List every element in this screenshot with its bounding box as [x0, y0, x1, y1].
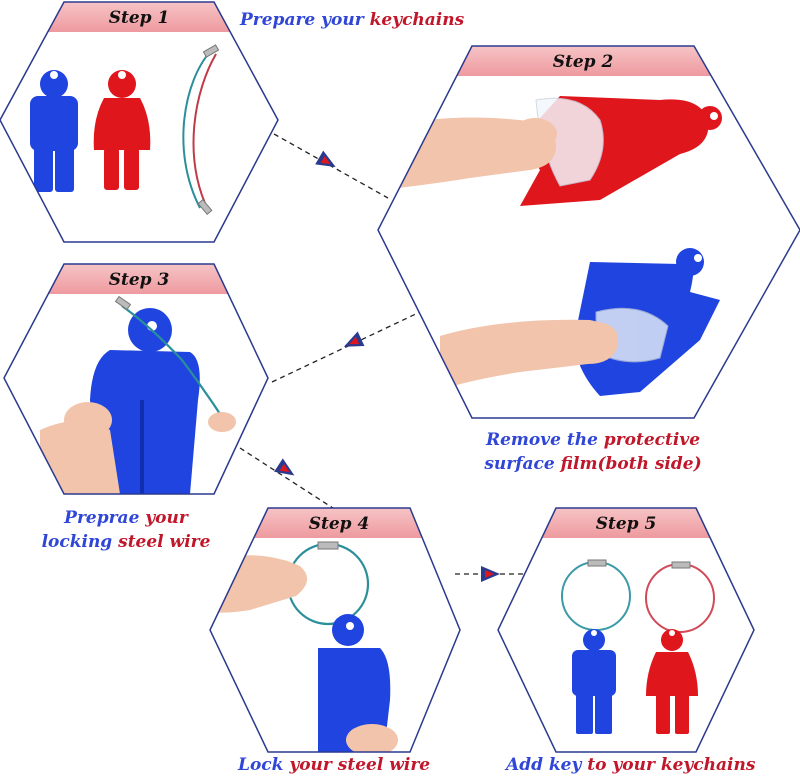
blue-keychain-figure: [30, 70, 78, 192]
blue-keychain-figure: [572, 629, 616, 734]
red-keychain-figure: [93, 70, 151, 190]
step-2-title: Step 2: [553, 52, 614, 72]
red-keychain-peeling: [520, 96, 722, 206]
step-4-caption: Lock your steel wire: [238, 755, 431, 775]
step-4-title: Step 4: [309, 514, 370, 534]
arrow-icons: [274, 150, 500, 582]
step-2-panel: Step 2: [377, 45, 800, 419]
step-3-panel: Step 3: [3, 263, 269, 495]
step-5-title: Step 5: [596, 514, 657, 534]
step-5-caption: Add key to your keychains: [506, 755, 756, 775]
red-keychain-figure: [646, 629, 698, 734]
step-1-panel: Step 1: [0, 1, 279, 243]
step-2-caption: Remove the protective surface film(both …: [484, 430, 702, 474]
hand-icon: [40, 402, 236, 494]
hand-icon: [440, 319, 619, 390]
step-1-title: Step 1: [109, 8, 170, 28]
arrow-icon: [315, 150, 336, 167]
steel-wire: [121, 305, 229, 427]
steel-wires: [182, 44, 220, 215]
arrow-icon: [274, 458, 295, 476]
arrow-icon: [481, 566, 500, 582]
step-5-panel: Step 5: [497, 507, 755, 753]
step-3-caption: Preprae your locking steel wire: [41, 508, 211, 552]
step-1-caption: Prepare your keychains: [240, 10, 465, 30]
step-3-title: Step 3: [109, 270, 170, 290]
step-4-panel: Step 4: [209, 507, 461, 753]
arrow-icon: [343, 331, 365, 347]
